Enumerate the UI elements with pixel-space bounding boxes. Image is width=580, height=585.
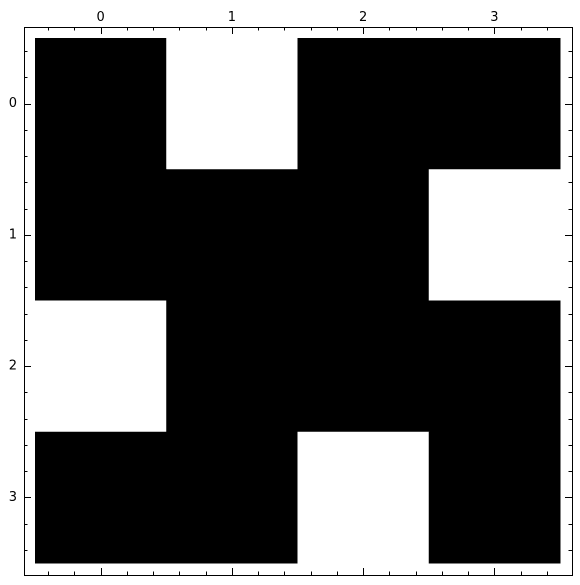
matrix-cell-r2-c0 — [35, 300, 167, 433]
x-tick-label: 0 — [96, 10, 104, 25]
matrix-cell-r1-c0 — [35, 169, 167, 301]
axis-ticks — [24, 27, 572, 575]
matrix-cell-r3-c0 — [35, 431, 167, 564]
matrix-cell-r0-c0 — [35, 38, 167, 170]
matrix-cell-r1-c2 — [297, 169, 430, 301]
matrix-cell-r1-c3 — [428, 169, 561, 301]
plot-frame — [24, 27, 573, 576]
matrix-cell-r0-c3 — [428, 38, 561, 170]
y-tick-label: 2 — [9, 359, 17, 374]
matrix-cell-r3-c3 — [428, 431, 561, 564]
y-tick-label: 1 — [9, 227, 17, 242]
matrix-cell-r2-c3 — [428, 300, 561, 433]
y-tick-label: 0 — [9, 96, 17, 111]
matrix-cell-r2-c1 — [166, 300, 298, 433]
axis-tick-labels: 0 1 2 3 0 1 2 3 — [9, 10, 499, 505]
matrix-cell-r0-c2 — [297, 38, 430, 170]
x-tick-label: 1 — [228, 10, 236, 25]
x-tick-label: 2 — [359, 10, 367, 25]
y-tick-label: 3 — [9, 490, 17, 505]
matrix-cell-r1-c1 — [166, 169, 298, 301]
matrix-cell-r3-c2 — [297, 431, 430, 564]
x-tick-label: 3 — [490, 10, 498, 25]
matrix-cell-r0-c1 — [166, 38, 298, 170]
matrix-cell-r2-c2 — [297, 300, 430, 433]
matrix-cells — [35, 38, 561, 564]
matrix-cell-r3-c1 — [166, 431, 298, 564]
